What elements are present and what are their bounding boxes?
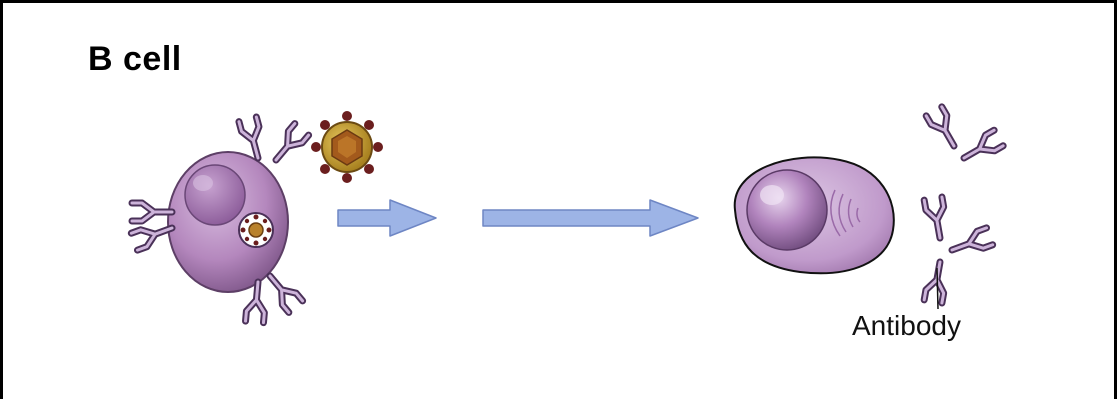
diagram-title: B cell [88, 40, 182, 78]
arrow-long [482, 199, 699, 237]
b-cell-nucleus [184, 164, 246, 226]
internalized-antigen [238, 212, 274, 248]
antigen [311, 111, 383, 183]
endoplasmic-reticulum [830, 189, 861, 237]
plasma-cell [733, 156, 895, 275]
secreted-antibodies [924, 107, 1003, 303]
antibody-pointer-line [936, 267, 939, 310]
plasma-cell-nucleus [746, 169, 828, 251]
arrow-short [337, 199, 437, 237]
b-cell [167, 151, 289, 293]
antibody-label: Antibody [852, 310, 961, 341]
